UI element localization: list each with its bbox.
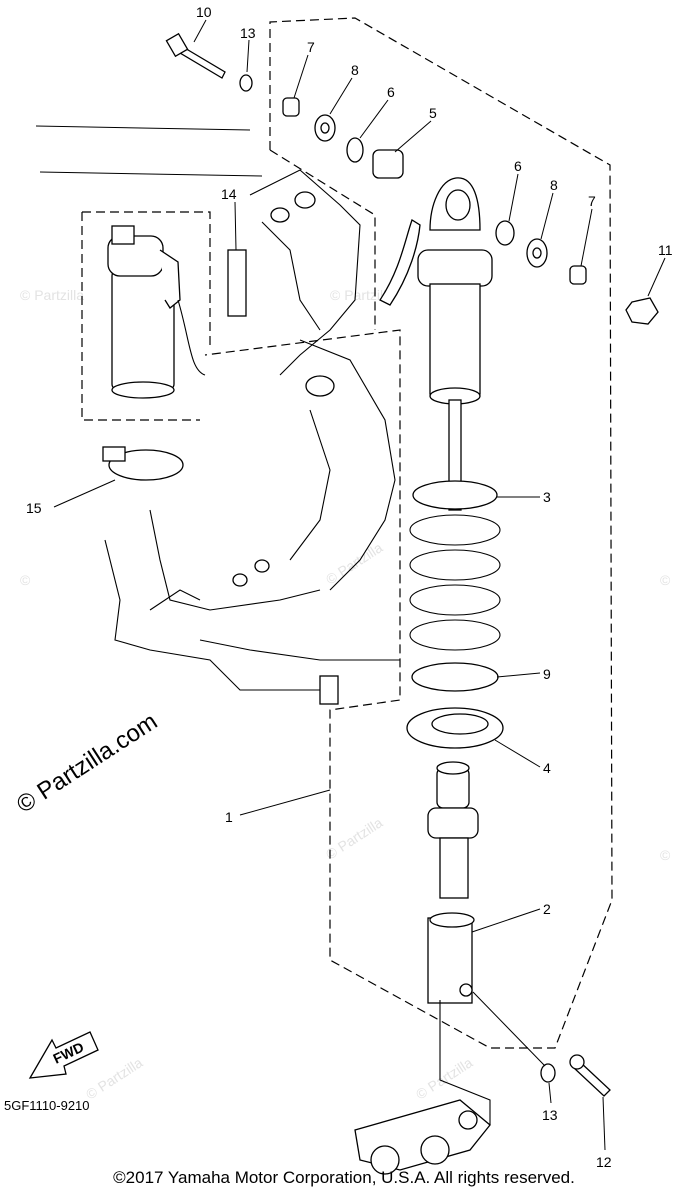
spring-guide	[411, 662, 499, 692]
fwd-arrow: FWD	[28, 1031, 99, 1079]
shock-absorber	[379, 177, 493, 511]
hose-clamp	[102, 446, 184, 481]
callout-11: 11	[658, 242, 673, 258]
copyright-notice: ©2017 Yamaha Motor Corporation, U.S.A. A…	[113, 1168, 575, 1187]
watermarks: © Partzilla © Partzilla © © Partzilla © …	[20, 287, 671, 1103]
callout-9: 9	[543, 666, 551, 682]
spring	[409, 480, 501, 651]
callout-14: 14	[221, 186, 237, 202]
svg-text:©: ©	[660, 572, 671, 588]
callout-10: 10	[196, 4, 212, 20]
svg-text:©: ©	[20, 572, 31, 588]
svg-text:© Partzilla: © Partzilla	[83, 1054, 146, 1102]
reservoir	[107, 225, 206, 399]
callout-7-left: 7	[307, 39, 315, 55]
callout-5: 5	[429, 105, 437, 121]
frame-bracket	[35, 125, 400, 705]
callout-8-left: 8	[351, 62, 359, 78]
callout-6-left: 6	[387, 84, 395, 100]
svg-text:©: ©	[660, 847, 671, 863]
callout-12: 12	[596, 1154, 612, 1170]
part-code: 5GF1110-9210	[4, 1098, 90, 1113]
callout-13-top: 13	[240, 25, 256, 41]
svg-text:© Partzilla: © Partzilla	[330, 287, 394, 303]
callout-6-right: 6	[514, 158, 522, 174]
callout-13-bottom: 13	[542, 1107, 558, 1123]
callout-1: 1	[225, 809, 233, 825]
hardware	[165, 32, 659, 1097]
linkage-arm	[354, 1000, 491, 1175]
bump-stop	[427, 761, 479, 899]
callout-7-right: 7	[588, 193, 596, 209]
callout-2: 2	[543, 901, 551, 917]
leader-lines	[53, 19, 666, 1151]
callout-15: 15	[26, 500, 42, 516]
clevis	[427, 912, 475, 1004]
callout-4: 4	[543, 760, 551, 776]
svg-text:© Partzilla: © Partzilla	[20, 287, 84, 303]
label-plate	[227, 249, 247, 317]
callout-3: 3	[543, 489, 551, 505]
svg-text:© Partzilla: © Partzilla	[323, 814, 386, 862]
svg-text:© Partzilla: © Partzilla	[323, 539, 386, 587]
svg-text:© Partzilla: © Partzilla	[413, 1054, 476, 1102]
spring-seat	[406, 707, 504, 749]
callouts: 10 13 7 8 6 5 6 8 7 11 14 15 3 9 4 1 2 1…	[26, 4, 673, 1170]
callout-8-right: 8	[550, 177, 558, 193]
assembly-outlines	[81, 17, 613, 1049]
